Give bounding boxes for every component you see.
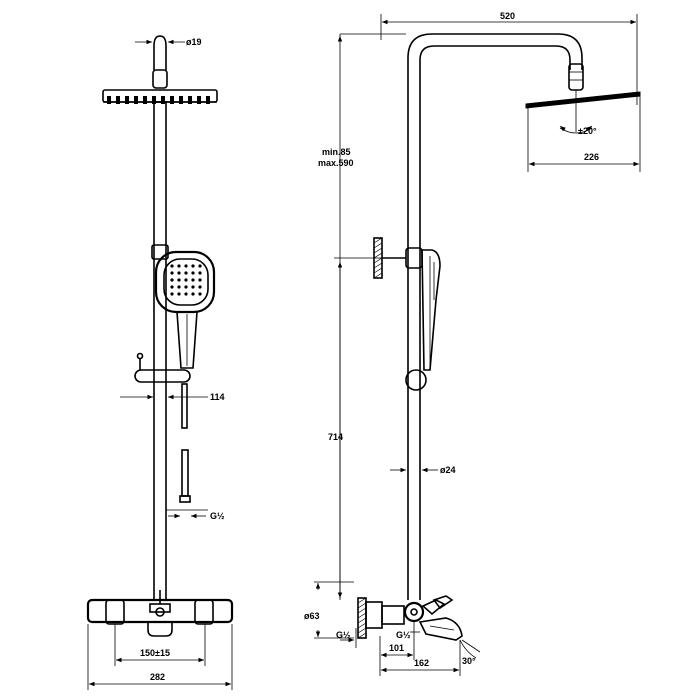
nozzle-dot — [184, 285, 188, 289]
wall-hatch — [373, 237, 383, 244]
nozzle-mark — [197, 96, 201, 104]
nozzle-dot — [184, 278, 188, 282]
front-thermostatic-mixer — [86, 590, 234, 637]
nozzle-dot — [198, 292, 202, 296]
nozzle-mark — [116, 96, 120, 104]
wall-hatch — [357, 632, 367, 639]
nozzle-dot — [184, 292, 188, 296]
nozzle-dot — [191, 292, 195, 296]
wall-hatch — [373, 242, 383, 249]
nozzle-dot — [191, 264, 195, 268]
side-hand-shower — [421, 249, 441, 371]
wall-hatch — [357, 607, 367, 614]
nozzle-dot — [170, 264, 174, 268]
front-slider-holder — [134, 352, 191, 429]
nozzle-mark — [134, 96, 138, 104]
side-tilt-angle-label: ±20° — [578, 126, 597, 136]
side-head-width-label: 226 — [584, 152, 599, 162]
nozzle-dot — [198, 278, 202, 282]
front-holder-offset-label: 114 — [210, 392, 225, 402]
nozzle-dot — [177, 271, 181, 275]
nozzle-mark — [188, 96, 192, 104]
front-center-distance-label: 150±15 — [140, 648, 170, 658]
wall-hatch — [357, 617, 367, 624]
side-mixer — [357, 595, 463, 641]
nozzle-dot — [184, 264, 188, 268]
wall-hatch — [357, 602, 367, 609]
side-total-width-label: 520 — [500, 11, 515, 21]
side-projection-162-label: 162 — [414, 658, 429, 668]
front-hand-shower — [154, 250, 216, 369]
side-rail-diameter-label: ø24 — [440, 465, 456, 475]
side-height-min-label: min.85 — [322, 147, 351, 157]
nozzle-dot — [177, 264, 181, 268]
wall-hatch — [373, 267, 383, 274]
nozzle-mark — [107, 96, 111, 104]
front-hose-end — [181, 449, 189, 497]
side-projection-101-label: 101 — [389, 643, 404, 653]
wall-hatch — [373, 257, 383, 264]
wall-hatch — [357, 612, 367, 619]
side-view: 520 ±20° 226 min.85 max.590 — [304, 11, 641, 676]
wall-hatch — [357, 622, 367, 629]
nozzle-dot — [184, 271, 188, 275]
front-mixer-width-label: 282 — [150, 672, 165, 682]
side-height-max-label: max.590 — [318, 158, 354, 168]
nozzle-mark — [206, 96, 210, 104]
side-shower-arm — [407, 33, 583, 600]
nozzle-dot — [177, 278, 181, 282]
nozzle-dot — [198, 285, 202, 289]
side-ball-joint — [568, 63, 584, 91]
side-overhead-shower: ±20° 226 — [525, 90, 641, 172]
front-ball-joint — [152, 69, 168, 89]
front-hose-thread-label: G½ — [210, 511, 225, 521]
nozzle-mark — [152, 96, 156, 104]
side-outlet-thread-label: G½ — [396, 630, 411, 640]
nozzle-mark — [125, 96, 129, 104]
nozzle-dot — [170, 292, 174, 296]
wall-hatch — [357, 597, 367, 604]
side-spout-angle-label: 30° — [462, 656, 476, 666]
wall-hatch — [357, 627, 367, 634]
nozzle-dot — [198, 264, 202, 268]
nozzle-mark — [179, 96, 183, 104]
nozzle-dot — [170, 285, 174, 289]
nozzle-dot — [170, 278, 174, 282]
nozzle-dot — [177, 292, 181, 296]
wall-hatch — [373, 252, 383, 259]
side-column-height-label: 714 — [328, 432, 343, 442]
nozzle-mark — [170, 96, 174, 104]
side-inlet-thread-label: G½ — [336, 630, 351, 640]
nozzle-mark — [161, 96, 165, 104]
nozzle-dot — [198, 271, 202, 275]
nozzle-mark — [143, 96, 147, 104]
nozzle-dot — [170, 271, 174, 275]
front-main-rail — [153, 101, 167, 601]
wall-hatch — [373, 272, 383, 279]
nozzle-dot — [191, 278, 195, 282]
front-view: ø19 114 — [86, 35, 234, 690]
front-top-elbow — [153, 35, 167, 70]
nozzle-dot — [191, 285, 195, 289]
side-slider-knob — [405, 369, 427, 391]
wall-hatch — [373, 247, 383, 254]
side-upper-wall-bracket — [373, 237, 423, 279]
nozzle-dot — [177, 285, 181, 289]
nozzle-dot — [191, 271, 195, 275]
wall-hatch — [373, 262, 383, 269]
front-pipe-diameter-label: ø19 — [186, 37, 202, 47]
side-inlet-diameter-label: ø63 — [304, 611, 320, 621]
